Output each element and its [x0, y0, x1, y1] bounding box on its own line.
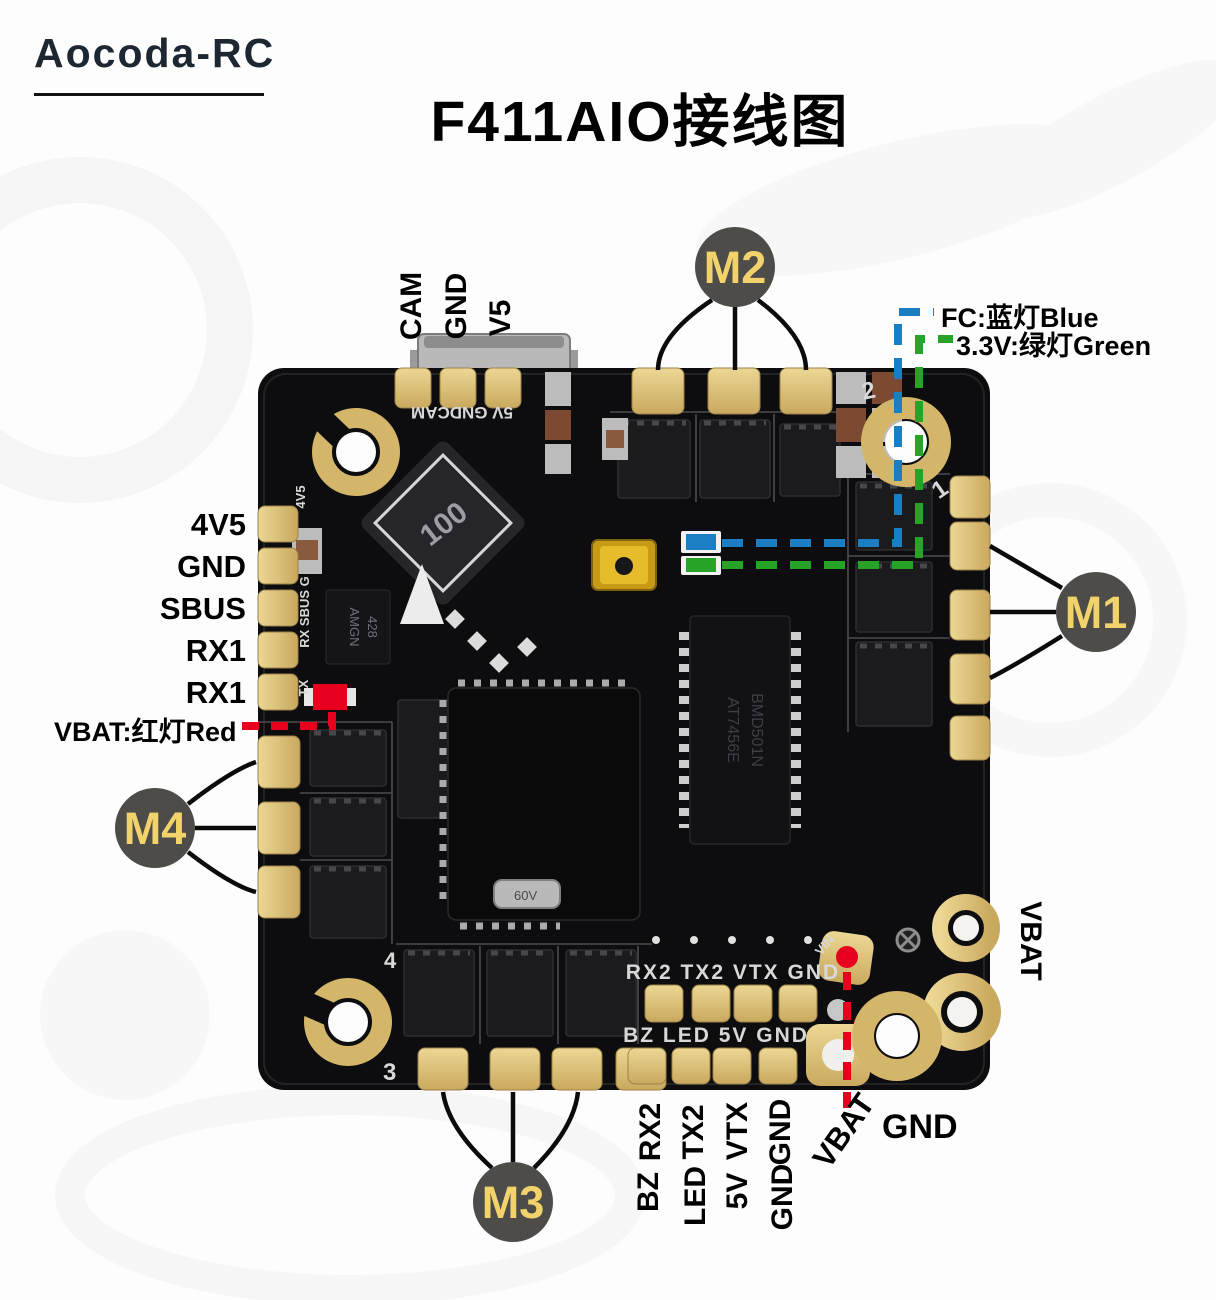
pin-label-gnd-inner: GND	[766, 1163, 799, 1231]
camera-button-component	[591, 539, 657, 591]
pin-label-5v: 5V	[721, 1172, 754, 1210]
motor-badge-m4-label: M4	[124, 803, 187, 854]
status-leds	[681, 531, 721, 575]
red-led	[304, 684, 356, 710]
crystal-oscillator: 60V	[493, 879, 561, 909]
pin-label-4v5: 4V5	[190, 507, 246, 542]
solder-pads-row2	[627, 1047, 798, 1085]
motor-badge-m1-label: M1	[1065, 587, 1128, 638]
silk-tx: TX	[296, 679, 311, 696]
rx-chip: AMGN 428	[325, 589, 391, 665]
rx-chip-marking-2: 428	[365, 616, 380, 638]
pin-label-gnd-top: GND	[440, 272, 473, 340]
motor-badge-m1: M1	[1056, 572, 1136, 652]
green-led-trace	[722, 335, 953, 569]
edge-pads-right	[949, 475, 991, 761]
osd-marking-2: BMD501N	[748, 693, 765, 767]
silk-pad-row1: RX2 TX2 VTX GND	[626, 961, 840, 984]
v33-green-label: 3.3V:绿灯Green	[956, 331, 1152, 361]
mcu-chip	[439, 679, 641, 930]
motor-badge-m2: M2	[695, 227, 775, 307]
pin-label-bz: BZ	[632, 1172, 665, 1212]
silkscreen-text: 5V GNDCAM 4V5 RX SBUS G TX VIN RX2 TX2 V…	[293, 377, 953, 1086]
vbat-red-label: VBAT:红灯Red	[54, 717, 237, 747]
pin-label-rx1-b: RX1	[185, 675, 246, 710]
usb-connector	[410, 333, 578, 375]
green-led	[686, 558, 716, 572]
mosfet-chips	[309, 419, 933, 1037]
pin-label-cam: CAM	[395, 271, 428, 341]
gnd-bottom-label: GND	[882, 1108, 958, 1146]
crystal-marking: 60V	[514, 888, 537, 903]
pin-label-v5: V5	[484, 299, 517, 337]
blue-led-trace	[722, 308, 934, 547]
motor-badge-m2-label: M2	[704, 242, 767, 293]
edge-pads-left	[257, 505, 301, 919]
blue-led	[686, 534, 716, 550]
silk-uart: RX SBUS G	[297, 576, 312, 648]
via-dots	[652, 936, 812, 944]
solder-pads-row1	[644, 984, 818, 1023]
red-led-trace	[242, 704, 336, 730]
pin-label-gnd-left: GND	[177, 549, 246, 584]
silk-num-3: 3	[383, 1059, 396, 1086]
osd-chip: AT7456E BMD501N	[679, 615, 801, 845]
silk-pad-row2: BZ LED 5V GND	[623, 1024, 809, 1047]
pin-label-led: LED	[679, 1166, 712, 1226]
motor-badge-m4: M4	[115, 788, 195, 868]
vbat-right-label: VBAT	[1014, 901, 1047, 981]
osd-marking-1: AT7456E	[724, 697, 741, 763]
silk-4v5: 4V5	[293, 485, 308, 508]
silk-usb-row: 5V GNDCAM	[411, 403, 513, 422]
rx-chip-marking-1: AMGN	[347, 608, 362, 647]
diagonal-pads	[445, 609, 537, 673]
vbat-red-dot	[836, 946, 858, 968]
brand-logo: Aocoda-RC	[34, 30, 276, 76]
background-watermark	[0, 59, 1216, 1300]
mounting-holes	[293, 397, 951, 1081]
pin-label-sbus: SBUS	[159, 591, 246, 626]
logo-underline	[34, 93, 264, 96]
pin-label-rx1-a: RX1	[185, 633, 246, 668]
silk-num-2: 2	[859, 377, 878, 406]
pcb-board: 100 AT7456E BMD501N AMGN	[257, 367, 1001, 1091]
motor-badge-m3: M3	[473, 1162, 553, 1242]
motor-badge-m3-label: M3	[482, 1177, 545, 1228]
page-title: F411AIO接线图	[430, 90, 850, 154]
fc-blue-label: FC:蓝灯Blue	[941, 303, 1099, 333]
motor-connector-lines	[186, 298, 1064, 1170]
power-inductor	[361, 441, 525, 605]
orientation-arrow	[400, 564, 444, 624]
silk-num-4: 4	[384, 948, 397, 973]
